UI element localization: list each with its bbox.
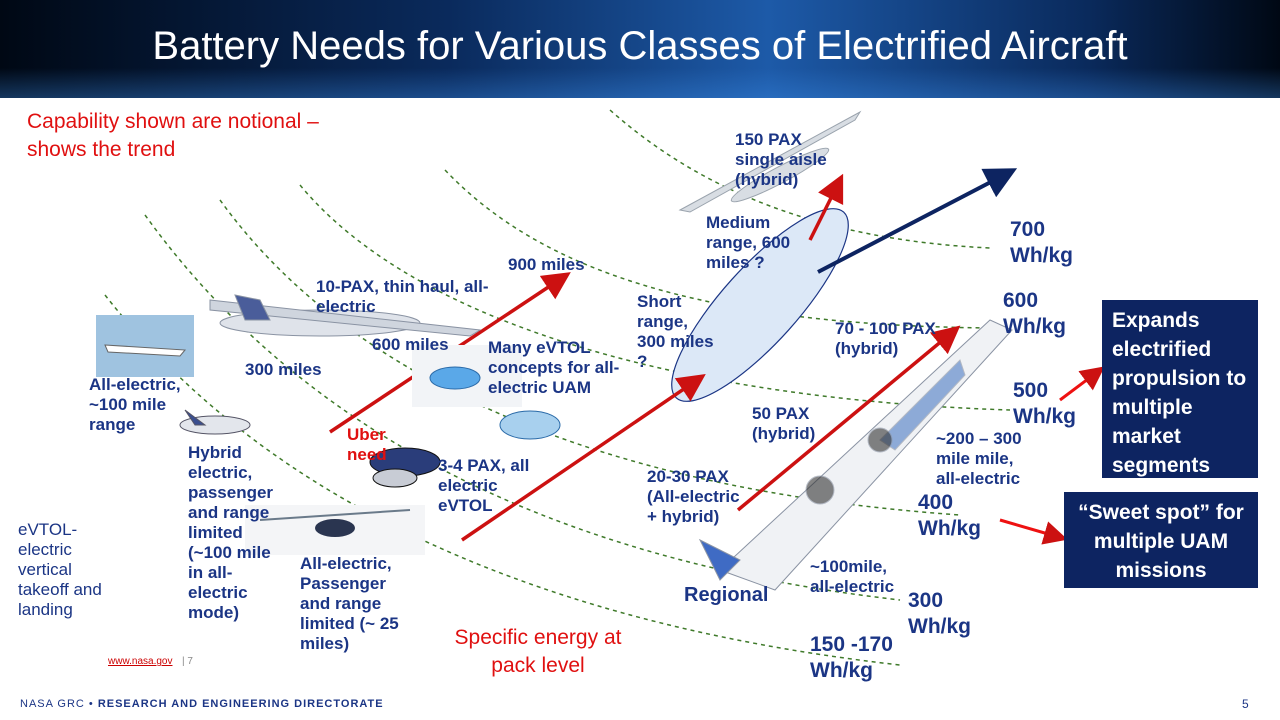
energy-level-300: 300 Wh/kg: [908, 589, 971, 638]
energy-curve-500: [299, 184, 1011, 411]
label-70-100-pax: 70 - 100 PAX (hybrid): [835, 319, 936, 358]
arrow-sweet-spot: [999, 518, 1068, 545]
label-hybrid-electric: Hybrid electric, passenger and range lim…: [188, 443, 274, 622]
label-uber-need: Uber need: [347, 425, 387, 464]
single-aisle-aircraft-image: [678, 110, 862, 213]
energy-level-600: 600 Wh/kg: [1003, 289, 1066, 338]
label-600-miles: 600 miles: [372, 335, 449, 354]
evtol-concepts-image: [412, 345, 561, 440]
source-page: | 7: [182, 656, 193, 667]
arrow-regional: [736, 325, 961, 512]
source-link[interactable]: www.nasa.gov: [108, 656, 173, 667]
sweet-spot-callout-box: “Sweet spot” for multiple UAM missions: [1064, 492, 1258, 588]
expands-callout-box: Expands electrified propulsion to multip…: [1102, 300, 1258, 478]
footer: NASA GRC • RESEARCH AND ENGINEERING DIRE…: [20, 698, 384, 710]
footer-directorate: RESEARCH AND ENGINEERING DIRECTORATE: [97, 698, 384, 710]
disclaimer-text: Capability shown are notional – shows th…: [27, 110, 319, 161]
label-10-pax: 10-PAX, thin haul, all-electric: [316, 277, 489, 316]
energy-curve-700: [609, 109, 991, 249]
thin-haul-aircraft-image: [209, 294, 482, 337]
slide-header: [0, 0, 1280, 98]
energy-curve-600: [444, 169, 991, 329]
label-specific-energy: Specific energy at pack level: [454, 626, 622, 677]
label-3-4-pax: 3-4 PAX, all electric eVTOL: [438, 456, 530, 515]
label-300-miles: 300 miles: [245, 360, 322, 379]
regional-aircraft-image: [698, 319, 1013, 591]
energy-level-500: 500 Wh/kg: [1013, 379, 1076, 428]
small-evtol-image: [245, 505, 425, 555]
footer-org: NASA GRC •: [20, 698, 98, 710]
label-medium-range: Medium range, 600 miles ?: [706, 213, 791, 272]
label-900-miles: 900 miles: [508, 255, 585, 274]
label-100-mile-all-electric: ~100mile, all-electric: [810, 557, 895, 596]
slide-number: 5: [1242, 697, 1249, 711]
label-regional: Regional: [684, 584, 769, 606]
energy-level-400: 400 Wh/kg: [918, 491, 981, 540]
energy-level-700: 700 Wh/kg: [1010, 218, 1073, 267]
arrow-evtol: [461, 374, 706, 542]
label-short-range: Short range, 300 miles ?: [637, 292, 714, 371]
label-all-electric-100: All-electric, ~100 mile range: [89, 375, 181, 434]
slide-title: Battery Needs for Various Classes of Ele…: [152, 24, 1128, 68]
energy-level-150-170: 150 -170 Wh/kg: [810, 633, 893, 682]
label-200-300-mile: ~200 – 300 mile mile, all-electric: [936, 429, 1022, 488]
arrow-medium: [808, 173, 844, 241]
hybrid-aircraft-image: [179, 409, 251, 435]
label-evtol-definition: eVTOL-electric vertical takeoff and land…: [18, 520, 102, 619]
label-many-evtol: Many eVTOL concepts for all-electric UAM: [488, 338, 620, 397]
label-50-pax: 50 PAX (hybrid): [752, 404, 816, 443]
label-all-electric-25: All-electric, Passenger and range limite…: [300, 554, 399, 653]
arrow-expands: [1059, 366, 1105, 402]
arrow-future: [817, 168, 1018, 274]
label-150-pax: 150 PAX single aisle (hybrid): [735, 130, 827, 189]
label-20-30-pax: 20-30 PAX (All-electric + hybrid): [647, 467, 740, 526]
uber-evtol-image: [369, 447, 441, 488]
